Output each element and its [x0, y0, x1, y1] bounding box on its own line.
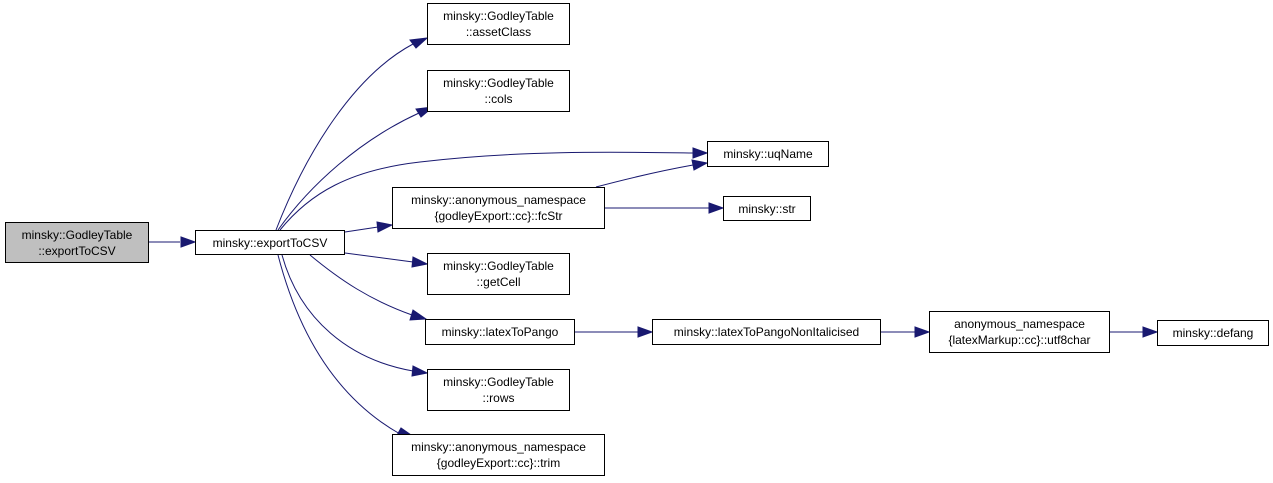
edge-export-to-csv-method-to-export-to-csv: [149, 236, 197, 248]
edge-export-to-csv-to-fc-str: [344, 221, 394, 233]
node-uqname[interactable]: minsky::uqName: [707, 141, 829, 167]
arrowhead: [409, 309, 428, 321]
edge-line: [344, 252, 414, 263]
node-label-line: minsky::latexToPango: [441, 325, 559, 339]
node-label-line: minsky::uqName: [723, 147, 813, 161]
node-label-line: {godleyExport::cc}::fcStr: [434, 209, 563, 223]
arrowhead: [692, 147, 709, 159]
node-godleytable-cols[interactable]: minsky::GodleyTable ::cols: [427, 70, 570, 112]
node-label-line: anonymous_namespace: [954, 317, 1085, 331]
node-exporttocsv[interactable]: minsky::exportToCSV: [195, 230, 345, 255]
node-label-line: ::cols: [484, 92, 513, 106]
arrowhead: [411, 365, 429, 377]
edge-export-to-csv-to-uq-name: [279, 147, 709, 231]
node-godleytable-rows[interactable]: minsky::GodleyTable ::rows: [427, 369, 570, 411]
node-godleytable-exporttocsv[interactable]: minsky::GodleyTable ::exportToCSV: [5, 222, 149, 263]
edge-line: [595, 164, 694, 188]
arrowhead: [914, 326, 931, 338]
edge-latex-to-pango-non-italicised-to-utf8char: [881, 326, 931, 338]
arrowhead: [376, 221, 394, 233]
node-label-line: minsky::str: [738, 201, 796, 216]
edge-export-to-csv-to-get-cell: [344, 252, 429, 268]
node-label-line: minsky::anonymous_namespace: [411, 193, 586, 207]
edge-line: [281, 254, 414, 372]
node-fcstr[interactable]: minsky::anonymous_namespace {godleyExpor…: [392, 187, 605, 229]
node-label-line: minsky::GodleyTable: [443, 259, 554, 273]
node-str[interactable]: minsky::str: [723, 196, 811, 221]
node-trim[interactable]: minsky::anonymous_namespace {godleyExpor…: [392, 434, 605, 476]
arrowhead: [180, 236, 197, 248]
edge-export-to-csv-to-asset-class: [275, 37, 429, 231]
edge-latex-to-pango-to-latex-to-pango-non-italicised: [575, 326, 654, 338]
edge-line: [344, 226, 379, 233]
edge-fc-str-to-uq-name: [595, 159, 709, 188]
node-label-line: ::assetClass: [465, 25, 532, 39]
edge-line: [279, 151, 694, 231]
arrowhead: [691, 159, 709, 171]
edge-line: [309, 254, 413, 316]
edge-utf8char-to-defang: [1110, 326, 1159, 338]
edge-export-to-csv-to-rows: [281, 254, 429, 377]
edge-fc-str-to-str: [605, 202, 725, 214]
edge-export-to-csv-to-latex-to-pango: [309, 254, 428, 321]
node-label-line: {latexMarkup::cc}::utf8char: [948, 333, 1091, 347]
node-label-line: ::getCell: [476, 275, 521, 289]
node-label-line: minsky::GodleyTable: [21, 227, 133, 242]
edge-line: [277, 254, 401, 435]
node-godleytable-assetclass[interactable]: minsky::GodleyTable ::assetClass: [427, 3, 570, 45]
node-utf8char[interactable]: anonymous_namespace {latexMarkup::cc}::u…: [929, 311, 1110, 353]
node-label-line: ::exportToCSV: [38, 243, 116, 258]
node-label-line: minsky::GodleyTable: [443, 76, 554, 90]
node-label-line: minsky::GodleyTable: [443, 9, 554, 23]
edge-line: [275, 43, 414, 231]
arrowhead: [637, 326, 654, 338]
node-label-line: minsky::exportToCSV: [212, 235, 328, 250]
node-label-line: minsky::GodleyTable: [443, 375, 554, 389]
node-label-line: minsky::latexToPangoNonItalicised: [673, 325, 860, 339]
node-label-line: minsky::anonymous_namespace: [411, 440, 586, 454]
node-label-line: ::rows: [482, 391, 515, 405]
node-label-line: {godleyExport::cc}::trim: [436, 456, 561, 470]
node-latextopangononitalicised[interactable]: minsky::latexToPangoNonItalicised: [652, 319, 881, 345]
arrowhead: [409, 37, 429, 49]
node-defang[interactable]: minsky::defang: [1157, 320, 1269, 346]
node-label-line: minsky::defang: [1172, 326, 1254, 340]
node-latextopango[interactable]: minsky::latexToPango: [425, 319, 575, 345]
node-godleytable-getcell[interactable]: minsky::GodleyTable ::getCell: [427, 253, 570, 295]
arrowhead: [1142, 326, 1159, 338]
edge-line: [277, 112, 420, 231]
arrowhead: [411, 256, 429, 268]
arrowhead: [708, 202, 725, 214]
